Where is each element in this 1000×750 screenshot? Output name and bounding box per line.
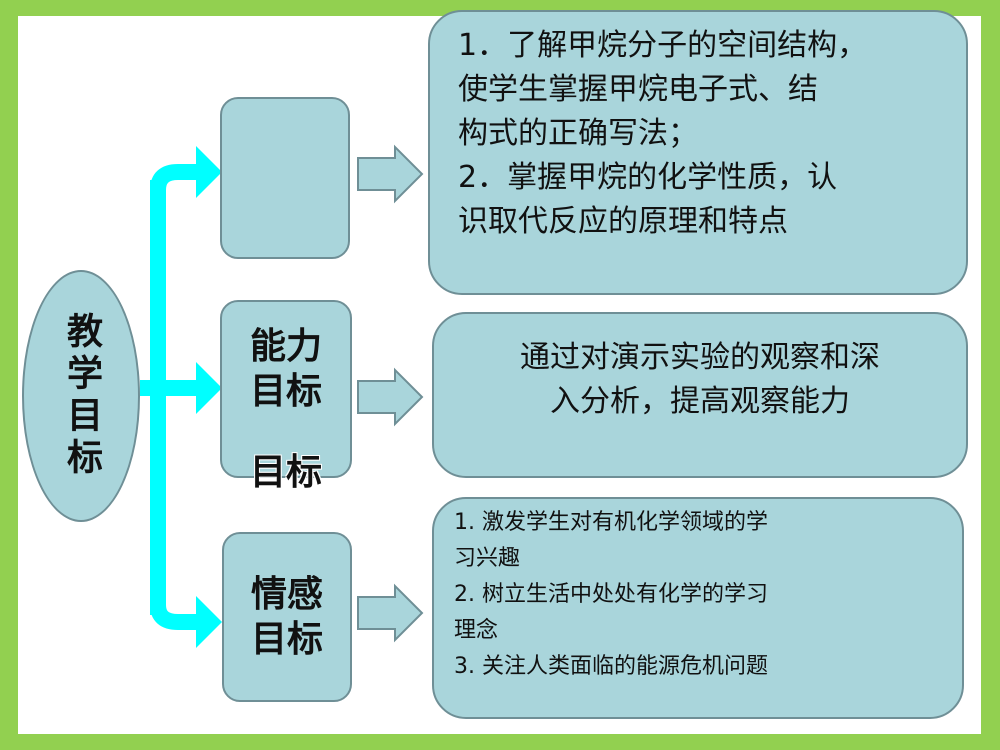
detail-line: 通过对演示实验的观察和深	[520, 340, 880, 375]
detail-line: 构式的正确写法；	[458, 116, 698, 151]
category-emotion-label: 情感 目标	[251, 572, 323, 662]
detail-line: 入分析，提高观察能力	[550, 384, 850, 419]
detail-box-knowledge: 1．了解甲烷分子的空间结构， 使学生掌握甲烷电子式、结 构式的正确写法； 2．掌…	[428, 10, 968, 295]
category-emotion-line: 情感	[250, 574, 323, 615]
root-ellipse: 教学目标	[22, 270, 140, 522]
bracket-top-curve	[150, 164, 198, 191]
detail-line: 理念	[454, 618, 499, 643]
detail-line: 1．了解甲烷分子的空间结构，	[458, 28, 868, 63]
category-ability-label: 能力 目标	[250, 324, 322, 414]
detail-line: 2. 树立生活中处处有化学的学习	[454, 582, 768, 607]
category-ability-line: 能力	[249, 326, 322, 367]
root-label: 教学目标	[61, 312, 102, 480]
category-box-emotion: 情感 目标	[222, 532, 352, 702]
category-box-ability: 能力 目标	[220, 300, 352, 478]
cyan-arrowhead-bottom	[196, 596, 222, 648]
block-arrow-top	[357, 144, 424, 204]
category-emotion-line: 目标	[250, 619, 323, 660]
category-box-knowledge	[220, 97, 350, 259]
bracket-bottom-curve	[150, 604, 198, 630]
cyan-arrowhead-top	[196, 146, 222, 198]
detail-line: 习兴趣	[454, 546, 521, 571]
detail-line: 识取代反应的原理和特点	[458, 204, 788, 239]
cyan-arrowhead-middle	[196, 362, 222, 414]
detail-line: 3. 关注人类面临的能源危机问题	[454, 654, 768, 679]
detail-line: 2．掌握甲烷的化学性质，认	[458, 160, 838, 195]
detail-line: 1. 激发学生对有机化学领域的学	[454, 510, 768, 535]
block-arrow-middle	[357, 367, 424, 427]
block-arrow-bottom	[357, 583, 424, 643]
overflow-label: 目标	[249, 452, 322, 493]
category-ability-line: 目标	[249, 371, 322, 412]
detail-line: 使学生掌握甲烷电子式、结	[458, 72, 818, 107]
detail-box-ability: 通过对演示实验的观察和深 入分析，提高观察能力	[432, 312, 968, 478]
detail-box-emotion: 1. 激发学生对有机化学领域的学 习兴趣 2. 树立生活中处处有化学的学习 理念…	[432, 497, 964, 719]
